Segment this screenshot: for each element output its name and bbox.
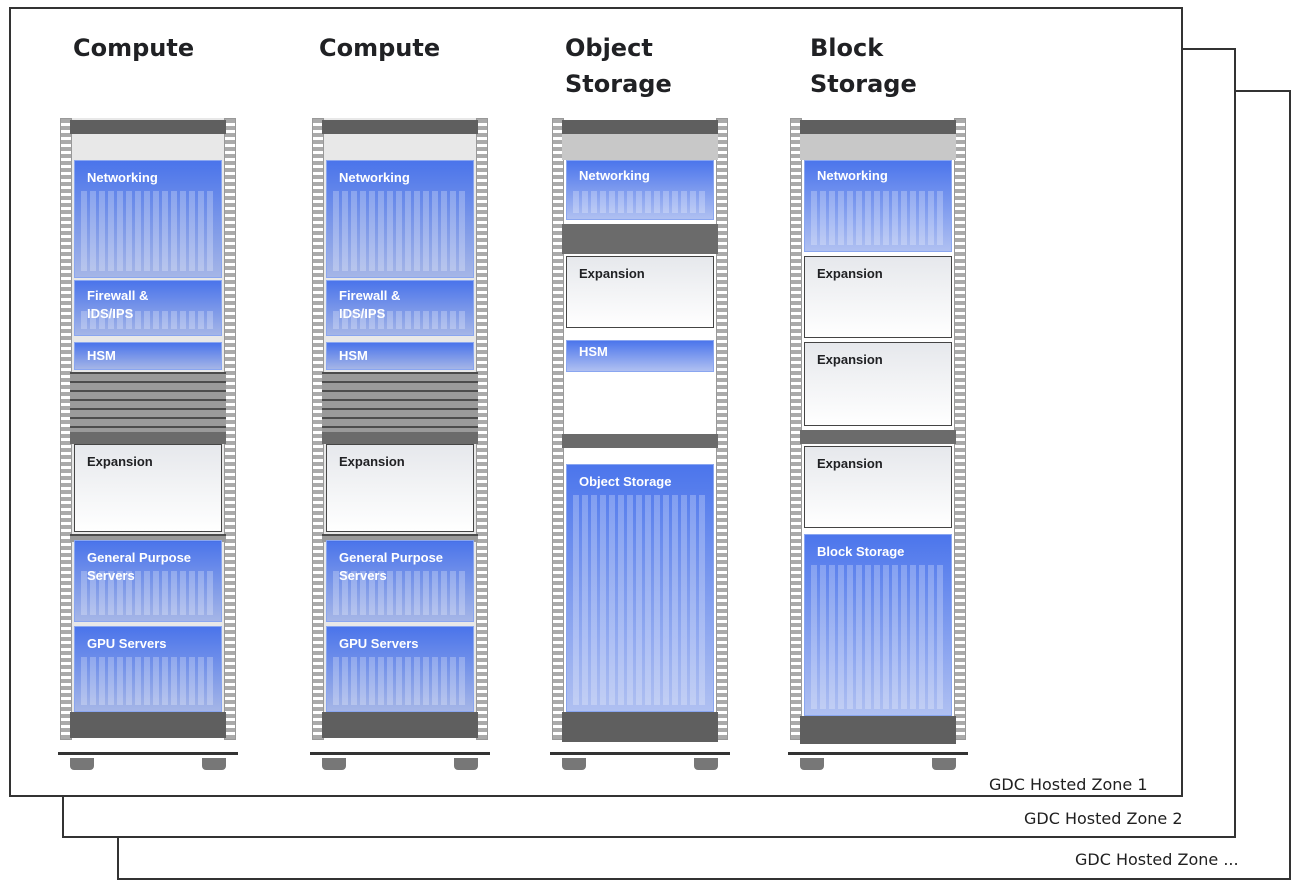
zone-1-label: GDC Hosted Zone 1: [989, 775, 1148, 794]
unit-object-storage: Object Storage: [566, 464, 714, 712]
unit-general-purpose-servers: General Purpose Servers: [326, 540, 474, 622]
unit-expansion: Expansion: [326, 444, 474, 532]
unit-expansion-1: Expansion: [804, 256, 952, 338]
unit-firewall: Firewall & IDS/IPS: [326, 280, 474, 336]
rack-bottom-cap: [70, 712, 226, 738]
rack-1-title: Compute: [73, 34, 195, 62]
compute-servers: [70, 372, 226, 432]
unit-expansion: Expansion: [566, 256, 714, 328]
unit-general-purpose-servers: General Purpose Servers: [74, 540, 222, 622]
rack-compute-2: Networking Firewall & IDS/IPS HSM Expans…: [300, 118, 500, 770]
unit-hsm: HSM: [326, 342, 474, 370]
wheel: [202, 758, 226, 770]
unit-hsm: HSM: [74, 342, 222, 370]
unit-networking: Networking: [804, 160, 952, 252]
compute-servers: [322, 372, 478, 432]
unit-expansion-3: Expansion: [804, 446, 952, 528]
unit-hsm: HSM: [566, 340, 714, 372]
wheel: [322, 758, 346, 770]
zone-3-label: GDC Hosted Zone ...: [1075, 850, 1239, 869]
wheel: [694, 758, 718, 770]
rack-top-cap: [562, 120, 718, 134]
rack-object-storage: Networking Expansion HSM Object Storage: [540, 118, 740, 770]
rack-bottom-cap: [800, 716, 956, 744]
rack-rail: [552, 118, 564, 740]
rack-rail: [716, 118, 728, 740]
unit-networking: Networking: [566, 160, 714, 220]
wheel: [562, 758, 586, 770]
wheel: [800, 758, 824, 770]
rack-top-cap: [322, 120, 478, 134]
rack-compute-1: Networking Firewall & IDS/IPS HSM Expans…: [48, 118, 248, 770]
rack-top-cap: [70, 120, 226, 134]
unit-networking: Networking: [326, 160, 474, 278]
wheel: [932, 758, 956, 770]
unit-gpu-servers: GPU Servers: [74, 626, 222, 712]
unit-gpu-servers: GPU Servers: [326, 626, 474, 712]
rack-top-cap: [800, 120, 956, 134]
unit-firewall: Firewall & IDS/IPS: [74, 280, 222, 336]
rack-rail: [954, 118, 966, 740]
unit-expansion-2: Expansion: [804, 342, 952, 426]
rack-rail: [790, 118, 802, 740]
rack-bottom-cap: [322, 712, 478, 738]
wheel: [70, 758, 94, 770]
unit-networking: Networking: [74, 160, 222, 278]
unit-block-storage: Block Storage: [804, 534, 952, 716]
zone-2-label: GDC Hosted Zone 2: [1024, 809, 1183, 828]
rack-2-title: Compute: [319, 34, 441, 62]
rack-block-storage: Networking Expansion Expansion Expansion…: [778, 118, 978, 770]
rack-bottom-cap: [562, 712, 718, 742]
wheel: [454, 758, 478, 770]
unit-expansion: Expansion: [74, 444, 222, 532]
